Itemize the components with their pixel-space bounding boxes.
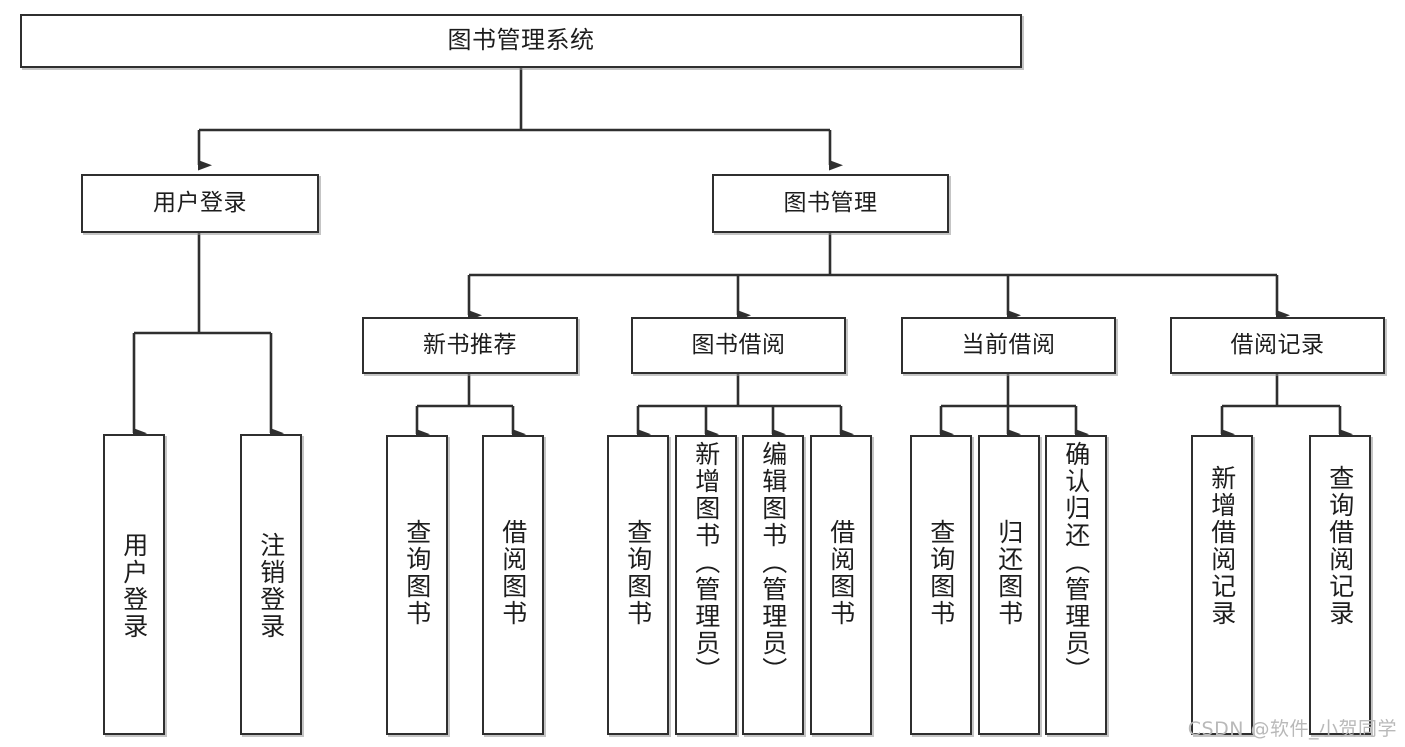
node-label: 用户登录 (153, 190, 247, 217)
node-label: 图书管理 (783, 190, 878, 217)
node-new-book-recommend[interactable]: 新书推荐 (362, 317, 578, 374)
node-book-borrow[interactable]: 图书借阅 (631, 317, 846, 374)
node-label: 当前借阅 (961, 332, 1056, 359)
leaf-borrow-book-recommend[interactable]: 借阅图书 (482, 435, 544, 735)
node-label: 用户登录 (119, 532, 149, 640)
node-label: 借阅图书 (498, 519, 528, 627)
node-label: 图书借阅 (691, 332, 786, 359)
node-label: 查询图书 (402, 519, 432, 627)
node-label: 新增借阅记录 (1207, 465, 1237, 627)
leaf-query-book-current[interactable]: 查询图书 (910, 435, 972, 735)
node-label: 借阅记录 (1230, 332, 1325, 359)
leaf-query-book-borrow[interactable]: 查询图书 (607, 435, 669, 735)
leaf-confirm-return-admin[interactable]: 确认归还（管理员） (1045, 435, 1107, 735)
leaf-query-book-recommend[interactable]: 查询图书 (386, 435, 448, 735)
node-label: 图书管理系统 (447, 26, 595, 55)
node-label: 注销登录 (256, 532, 286, 640)
node-label: 查询图书 (926, 519, 956, 627)
leaf-edit-book-admin[interactable]: 编辑图书（管理员） (742, 435, 804, 735)
node-label: 新增图书（管理员） (691, 441, 721, 684)
leaf-add-borrow-record[interactable]: 新增借阅记录 (1191, 435, 1253, 735)
csdn-watermark: CSDN @软件_小贺同学 (1187, 718, 1397, 740)
node-label: 查询图书 (623, 519, 653, 627)
node-label: 查询借阅记录 (1325, 465, 1355, 627)
leaf-query-borrow-record[interactable]: 查询借阅记录 (1309, 435, 1371, 735)
node-label: 借阅图书 (826, 519, 856, 627)
leaf-return-book[interactable]: 归还图书 (978, 435, 1040, 735)
node-label: 新书推荐 (423, 332, 517, 359)
leaf-logout[interactable]: 注销登录 (240, 434, 302, 735)
node-root-system[interactable]: 图书管理系统 (20, 14, 1022, 68)
node-label: 确认归还（管理员） (1061, 441, 1091, 684)
node-book-management[interactable]: 图书管理 (712, 174, 949, 233)
node-label: 归还图书 (994, 519, 1024, 627)
node-current-borrow[interactable]: 当前借阅 (901, 317, 1116, 374)
leaf-add-book-admin[interactable]: 新增图书（管理员） (675, 435, 737, 735)
node-label: 编辑图书（管理员） (758, 441, 788, 684)
node-borrow-record[interactable]: 借阅记录 (1170, 317, 1385, 374)
leaf-user-login[interactable]: 用户登录 (103, 434, 165, 735)
node-user-login[interactable]: 用户登录 (81, 174, 319, 233)
leaf-borrow-book[interactable]: 借阅图书 (810, 435, 872, 735)
